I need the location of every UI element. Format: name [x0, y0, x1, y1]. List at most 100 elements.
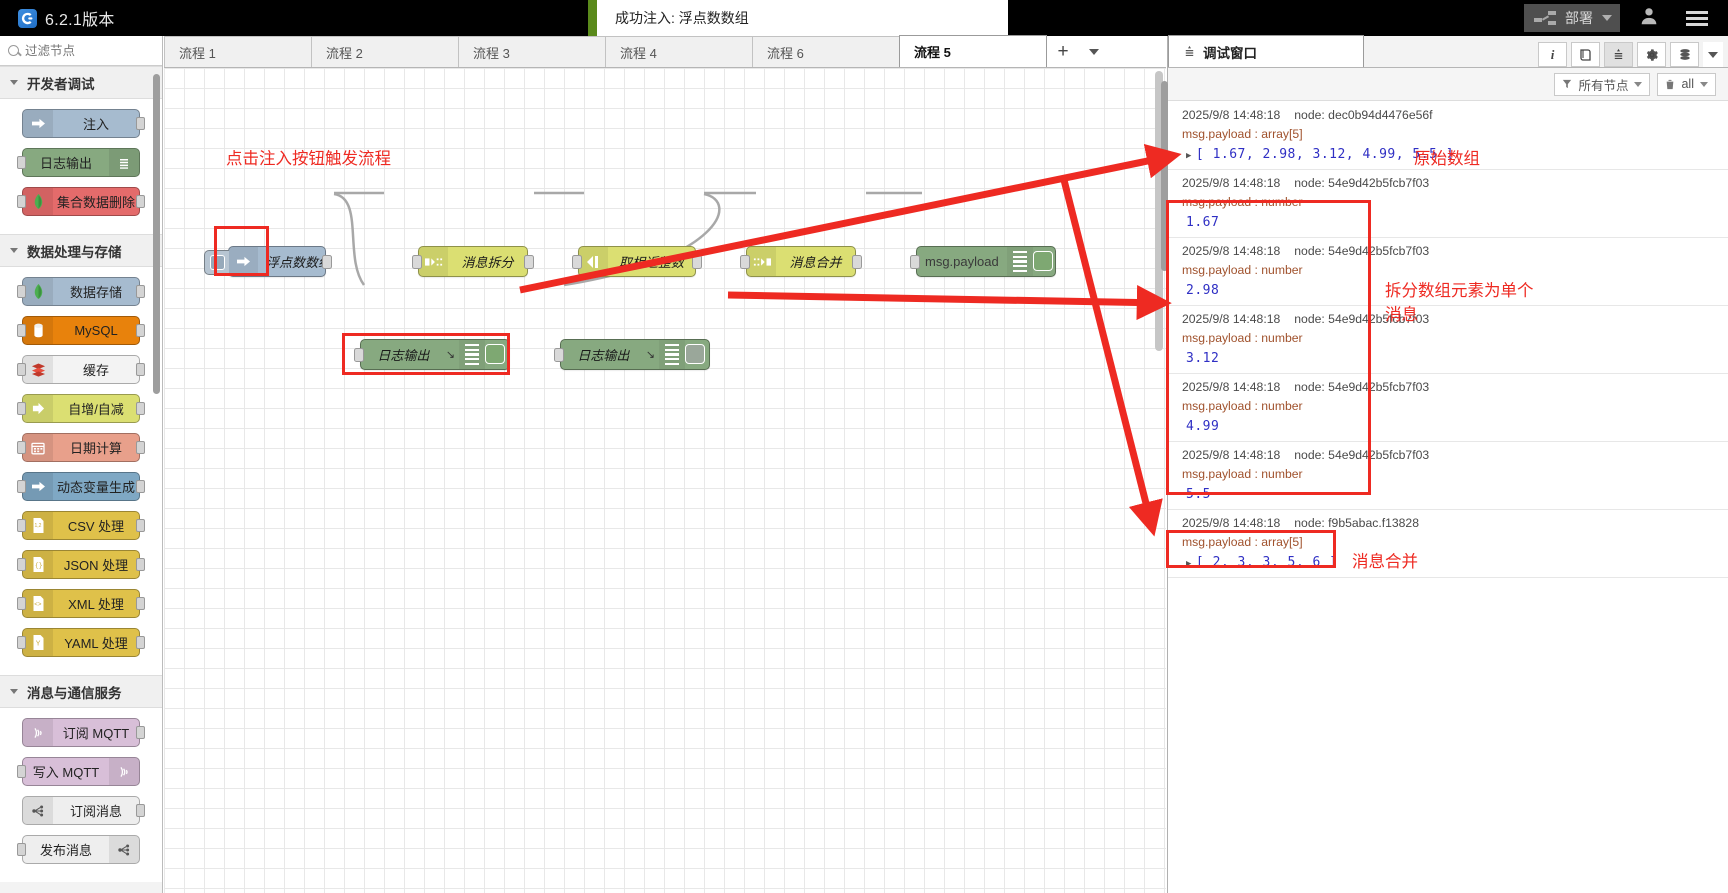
flow-node-inject[interactable]: 浮点数数组 — [204, 246, 332, 277]
input-port[interactable] — [572, 255, 582, 269]
info-tab-button[interactable]: i — [1538, 42, 1567, 67]
debug-enabled-toggle[interactable] — [485, 344, 505, 364]
tab-menu-caret-icon[interactable] — [1080, 36, 1108, 67]
input-port[interactable] — [17, 156, 26, 169]
flow-tab[interactable]: 流程 1 — [164, 36, 312, 67]
palette-node[interactable]: 自增/自减 — [17, 394, 145, 423]
flow-tab[interactable]: 流程 2 — [311, 36, 459, 67]
input-port[interactable] — [17, 285, 26, 298]
input-port[interactable] — [17, 843, 26, 856]
output-port[interactable] — [524, 255, 534, 269]
palette-node[interactable]: <>XML 处理 — [17, 589, 145, 618]
palette-node[interactable]: 动态变量生成 — [17, 472, 145, 501]
output-port[interactable] — [136, 402, 145, 415]
clear-log-button[interactable]: all — [1657, 72, 1716, 96]
deploy-button[interactable]: 部署 — [1524, 4, 1620, 32]
debug-value[interactable]: 4.99 — [1182, 419, 1718, 434]
output-port[interactable] — [136, 726, 145, 739]
tab-debug-window[interactable]: 调试窗口 — [1168, 35, 1364, 67]
input-port[interactable] — [17, 363, 26, 376]
output-port[interactable] — [136, 558, 145, 571]
output-port[interactable] — [136, 519, 145, 532]
debug-tab-button[interactable] — [1604, 42, 1633, 67]
debug-value[interactable]: 2.98 — [1182, 283, 1718, 298]
output-port[interactable] — [852, 255, 862, 269]
output-port[interactable] — [136, 363, 145, 376]
palette-node[interactable]: 注入 — [22, 109, 145, 138]
debug-value[interactable]: 3.12 — [1182, 351, 1718, 366]
debug-enabled-toggle[interactable] — [1032, 251, 1053, 271]
palette-category-header[interactable]: 消息与通信服务 — [0, 675, 162, 708]
debug-value[interactable]: ▶[ 2, 3, 3, 5, 6 ] — [1182, 555, 1718, 570]
palette-node[interactable]: 订阅消息 — [22, 796, 145, 825]
output-port[interactable] — [136, 636, 145, 649]
output-port[interactable] — [322, 255, 332, 269]
input-port[interactable] — [17, 765, 26, 778]
output-port[interactable] — [136, 597, 145, 610]
output-port[interactable] — [692, 255, 702, 269]
flow-tab[interactable]: 流程 6 — [752, 36, 900, 67]
palette-node[interactable]: 缓存 — [17, 355, 145, 384]
output-port[interactable] — [136, 441, 145, 454]
palette-search[interactable] — [0, 36, 162, 66]
output-port[interactable] — [136, 195, 145, 208]
output-port[interactable] — [136, 324, 145, 337]
palette-node[interactable]: 写入 MQTT — [17, 757, 140, 786]
palette-node[interactable]: 订阅 MQTT — [22, 718, 145, 747]
palette-scrollbar[interactable] — [153, 74, 160, 394]
search-input[interactable] — [25, 43, 145, 58]
user-avatar-icon[interactable] — [1638, 5, 1660, 32]
gear-icon[interactable] — [1637, 42, 1666, 67]
debug-value[interactable]: ▶[ 1.67, 2.98, 3.12, 4.99, 5.5 ] — [1182, 147, 1718, 162]
help-book-icon[interactable] — [1571, 42, 1600, 67]
flow-tab[interactable]: 流程 5 — [899, 35, 1047, 67]
output-port[interactable] — [136, 804, 145, 817]
input-port[interactable] — [17, 324, 26, 337]
filter-nodes-button[interactable]: 所有节点 — [1554, 72, 1651, 96]
input-port[interactable] — [17, 597, 26, 610]
palette-category-header[interactable]: 开发者调试 — [0, 66, 162, 99]
input-port[interactable] — [412, 255, 422, 269]
palette-node[interactable]: {}JSON 处理 — [17, 550, 145, 579]
input-port[interactable] — [17, 480, 26, 493]
flow-node-debug-payload[interactable]: msg.payload — [910, 246, 1056, 277]
sidebar-menu-caret-icon[interactable] — [1703, 42, 1723, 67]
input-port[interactable] — [910, 255, 920, 269]
input-port[interactable] — [17, 441, 26, 454]
chevron-down-icon[interactable] — [1602, 15, 1612, 21]
debug-value[interactable]: 1.67 — [1182, 215, 1718, 230]
expand-triangle-icon[interactable]: ▶ — [1186, 559, 1192, 569]
inject-trigger-button[interactable] — [204, 250, 229, 275]
palette-node[interactable]: 数据存储 — [17, 277, 145, 306]
flow-node-debug-2[interactable]: 日志输出 ↘ — [554, 339, 710, 370]
input-port[interactable] — [354, 348, 364, 362]
flow-node-split[interactable]: 消息拆分 — [412, 246, 534, 277]
palette-node[interactable]: 发布消息 — [17, 835, 140, 864]
output-port[interactable] — [136, 285, 145, 298]
palette-category-header[interactable]: 数据处理与存储 — [0, 234, 162, 267]
flow-tab[interactable]: 流程 4 — [605, 36, 753, 67]
flow-canvas[interactable]: 浮点数数组 消息拆分 取相近整数 消息合并 msg.payload — [164, 68, 1166, 893]
input-port[interactable] — [17, 636, 26, 649]
flow-node-debug-1[interactable]: 日志输出 ↘ — [354, 339, 510, 370]
input-port[interactable] — [740, 255, 750, 269]
input-port[interactable] — [17, 558, 26, 571]
flow-node-join[interactable]: 消息合并 — [740, 246, 862, 277]
input-port[interactable] — [554, 348, 564, 362]
palette-node[interactable]: MySQL — [17, 316, 145, 345]
input-port[interactable] — [17, 195, 26, 208]
context-stack-icon[interactable] — [1670, 42, 1699, 67]
debug-enabled-toggle[interactable] — [685, 344, 705, 364]
palette-node[interactable]: 集合数据删除 — [17, 187, 145, 216]
palette-node[interactable]: 日期计算 — [17, 433, 145, 462]
